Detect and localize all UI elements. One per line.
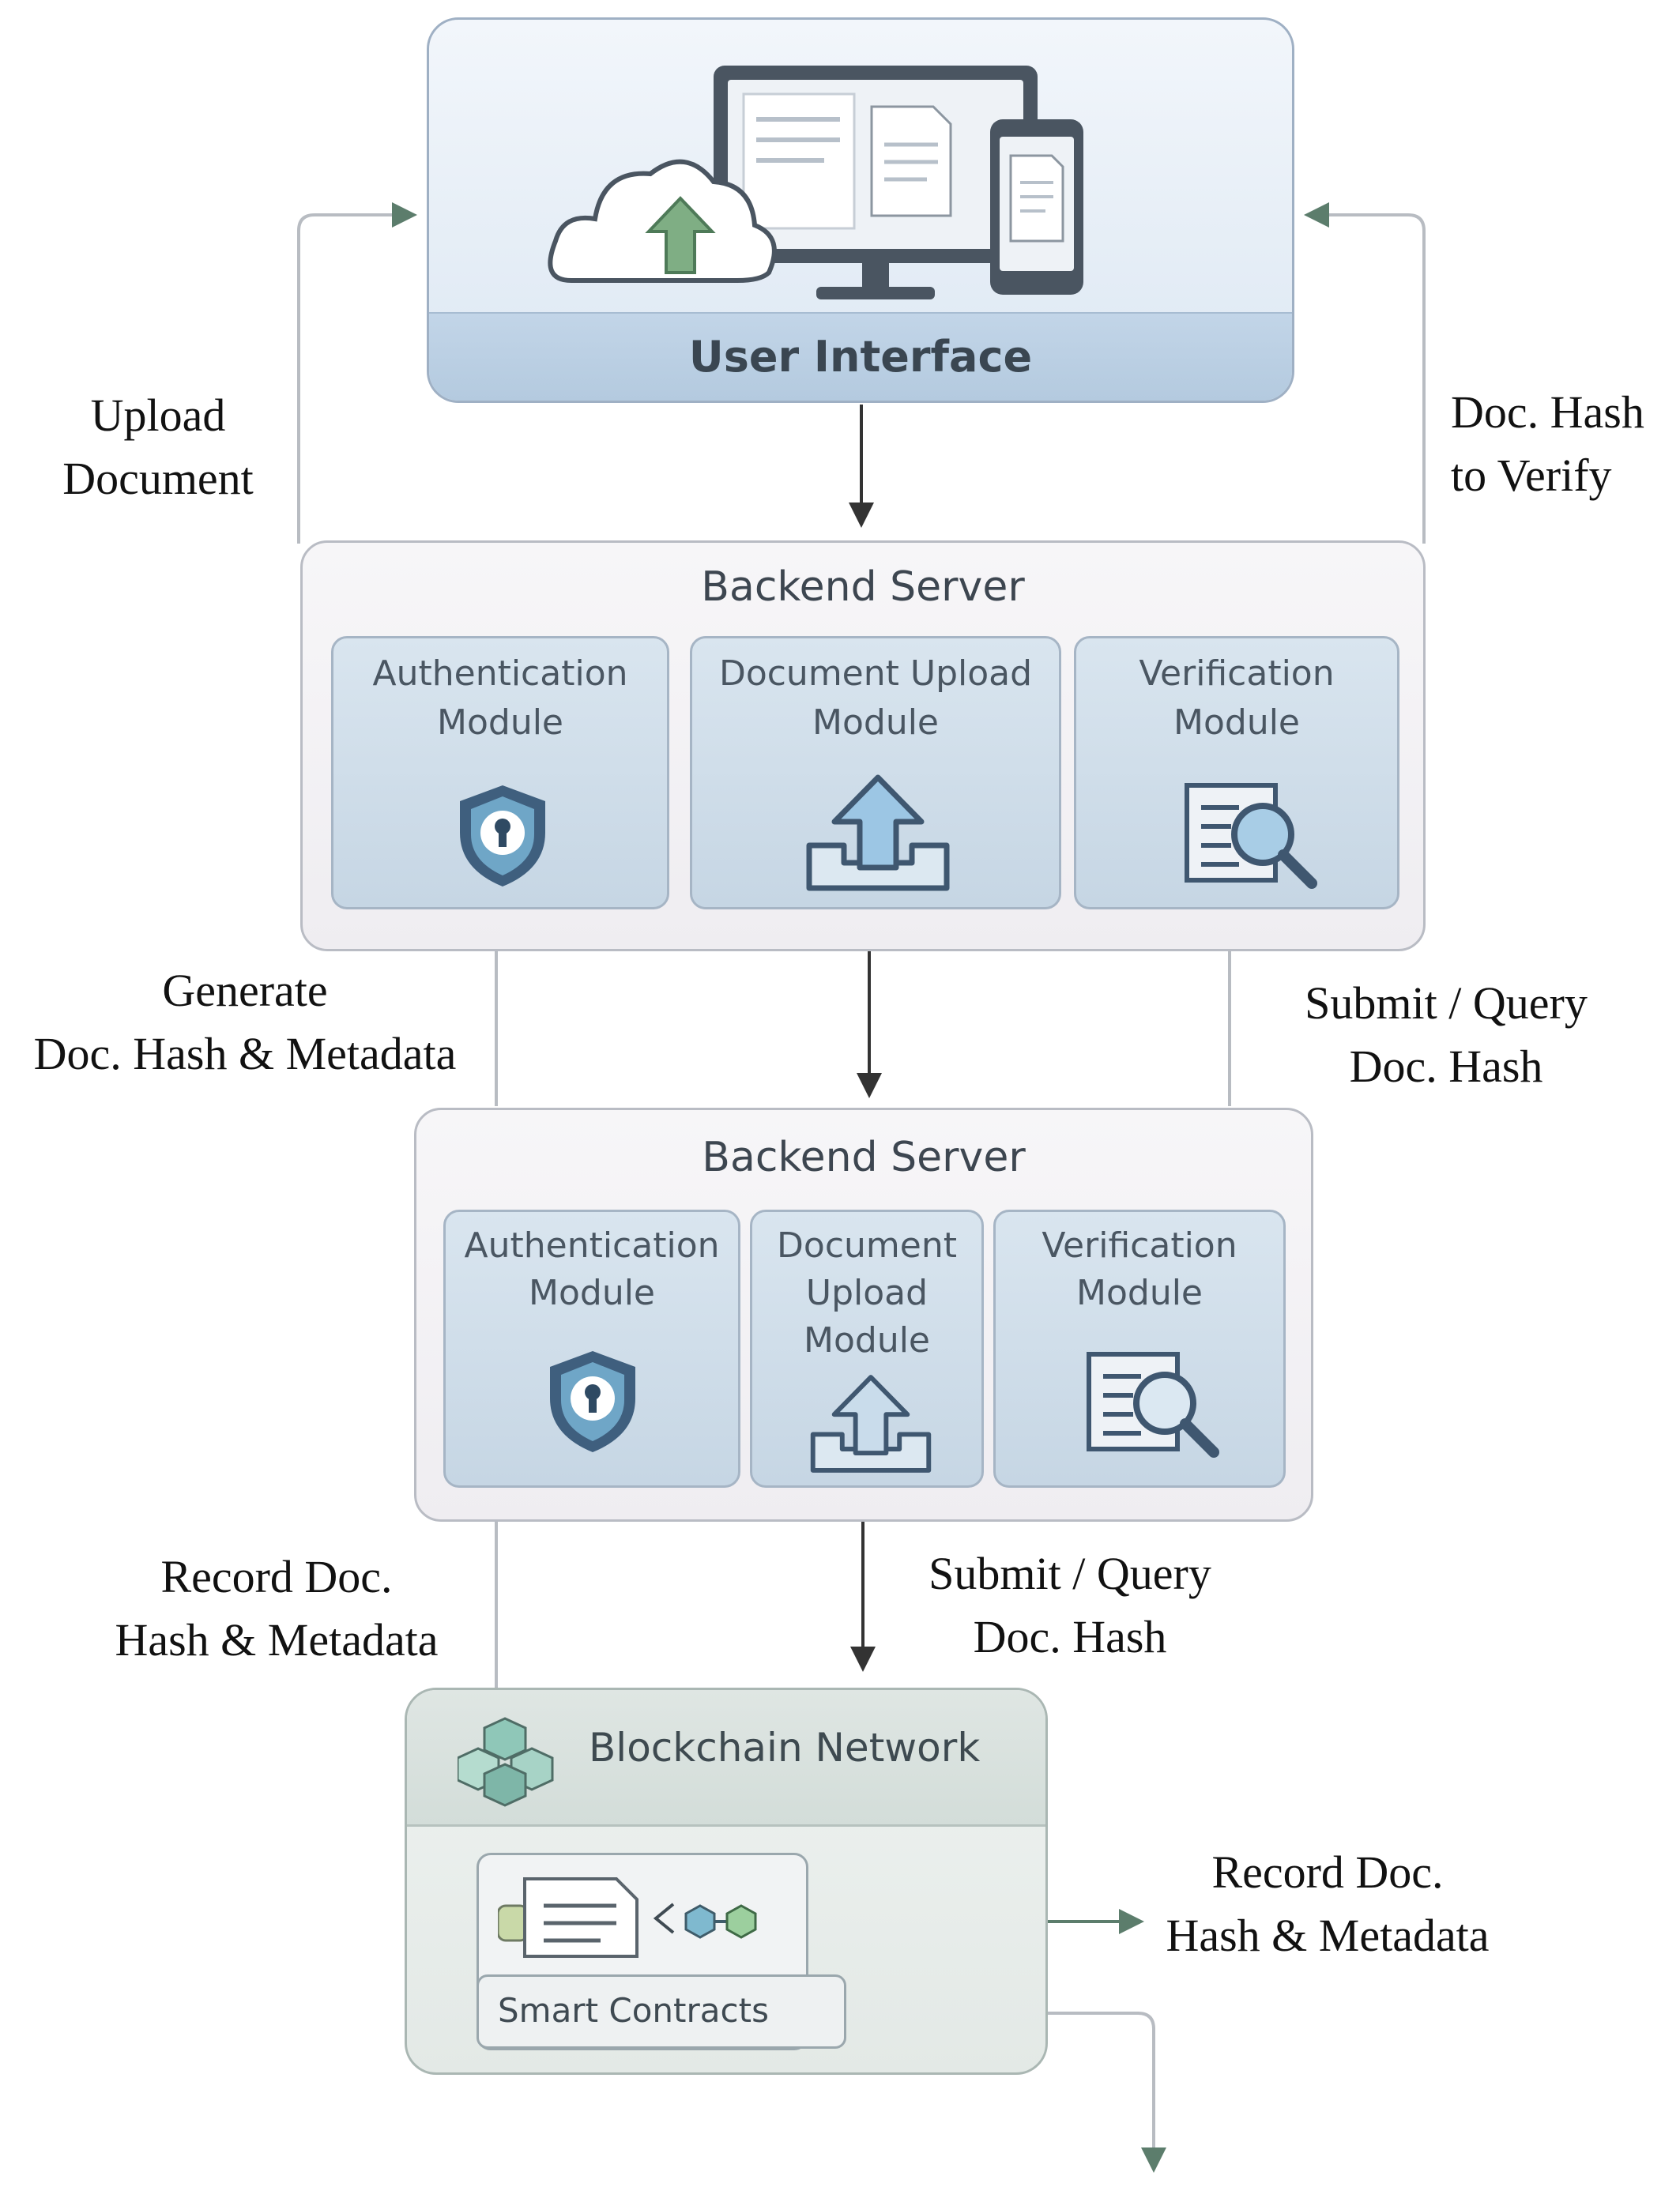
top-auth-label-2: Module <box>437 702 563 743</box>
blockchain-network-panel: Blockchain Network Smart Contracts <box>405 1688 1048 2075</box>
devices-cloud-icon <box>548 66 1083 299</box>
top-verify-label-2: Module <box>1173 702 1300 743</box>
backend-server-top: Backend Server Authentication Module Doc… <box>300 540 1426 951</box>
top-verification-module: Verification Module <box>1074 636 1399 909</box>
backend-server-top-title: Backend Server <box>701 563 1025 611</box>
bottom-upload-label-2: Upload <box>805 1273 929 1313</box>
upload-tray-icon <box>810 1375 932 1473</box>
doc-hash-to-verify-line-1: Doc. Hash <box>1451 386 1644 438</box>
top-upload-label-2: Module <box>812 702 939 743</box>
doc-hash-to-verify-line-2: to Verify <box>1451 450 1612 501</box>
bottom-authentication-module: Authentication Module <box>443 1210 740 1488</box>
generate-hash-line-2: Doc. Hash & Metadata <box>33 1028 457 1079</box>
document-magnifier-icon <box>1087 1352 1219 1458</box>
bottom-document-upload-module: Document Upload Module <box>750 1210 984 1488</box>
doc-hash-verify-connector <box>1304 202 1426 544</box>
submit-query-top-label: Submit / Query Doc. Hash <box>1264 972 1628 1098</box>
generate-hash-line-1: Generate <box>162 965 328 1016</box>
submit-query-bottom-line-1: Submit / Query <box>929 1548 1211 1599</box>
bottom-verify-label-1: Verification <box>1042 1225 1237 1266</box>
smart-contracts-label: Smart Contracts <box>498 1991 769 2030</box>
user-interface-panel: User Interface <box>427 17 1294 403</box>
top-document-upload-module: Document Upload Module <box>690 636 1061 909</box>
upload-document-connector <box>297 202 417 544</box>
record-left-label: Record Doc. Hash & Metadata <box>79 1545 474 1672</box>
user-interface-title: User Interface <box>688 332 1033 382</box>
top-authentication-module: Authentication Module <box>331 636 669 909</box>
bottom-upload-label-3: Module <box>804 1320 930 1361</box>
top-upload-label-1: Document Upload <box>718 653 1033 694</box>
submit-query-bottom-line-2: Doc. Hash <box>973 1611 1167 1662</box>
smart-contract-icon <box>498 1877 757 1958</box>
shield-lock-icon <box>550 1351 635 1452</box>
shield-lock-icon <box>460 785 545 886</box>
upload-tray-icon <box>806 774 950 891</box>
record-right-label: Record Doc. Hash & Metadata <box>1130 1841 1525 1967</box>
bottom-auth-label-2: Module <box>529 1273 655 1313</box>
bottom-verification-module: Verification Module <box>993 1210 1286 1488</box>
record-left-line-1: Record Doc. <box>160 1551 393 1602</box>
smart-contract-down-arrow <box>849 2001 1166 2173</box>
submit-query-top-line-2: Doc. Hash <box>1349 1041 1543 1092</box>
upload-document-label: Upload Document <box>16 384 300 510</box>
record-right-line-2: Hash & Metadata <box>1166 1910 1490 1961</box>
upload-document-line-1: Upload <box>90 390 226 441</box>
user-interface-band <box>429 312 1292 401</box>
bottom-auth-label-1: Authentication <box>464 1225 720 1266</box>
generate-hash-label: Generate Doc. Hash & Metadata <box>0 959 490 1086</box>
upload-document-line-2: Document <box>62 453 254 504</box>
submit-query-bottom-label: Submit / Query Doc. Hash <box>888 1542 1252 1669</box>
record-right-line-1: Record Doc. <box>1211 1846 1444 1898</box>
bottom-upload-label-1: Document <box>777 1225 957 1266</box>
doc-hash-to-verify-label: Doc. Hash to Verify <box>1451 381 1680 507</box>
top-verify-label-1: Verification <box>1139 653 1335 694</box>
record-left-line-2: Hash & Metadata <box>115 1614 439 1666</box>
submit-query-top-line-1: Submit / Query <box>1305 977 1588 1029</box>
smart-contracts-tab: Smart Contracts <box>477 1974 846 2049</box>
backend-server-bottom-title: Backend Server <box>702 1134 1026 1181</box>
top-auth-label-1: Authentication <box>372 653 628 694</box>
blockchain-network-title: Blockchain Network <box>589 1725 981 1771</box>
backend-server-bottom: Backend Server Authentication Module Doc… <box>414 1108 1313 1522</box>
document-magnifier-icon <box>1185 783 1317 889</box>
bottom-verify-label-2: Module <box>1076 1273 1203 1313</box>
blockchain-cubes-icon <box>458 1717 554 1807</box>
